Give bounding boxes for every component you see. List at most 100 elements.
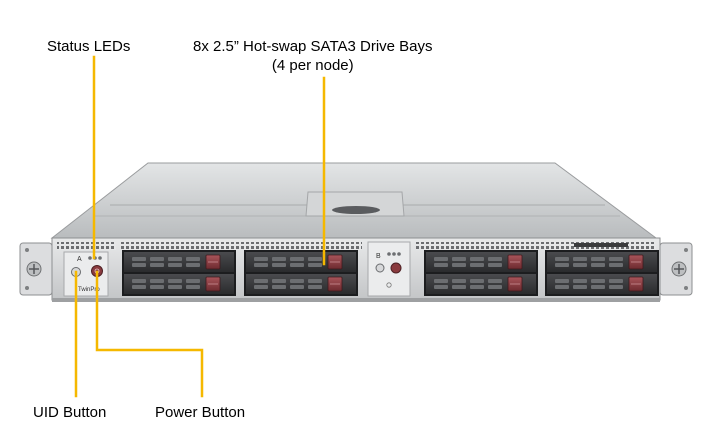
tray-vent [591,279,605,283]
callout-lines [74,55,326,398]
drive-tray[interactable] [122,272,236,296]
drive-tray[interactable] [424,250,538,274]
node-b-control-panel: B [367,241,411,297]
vent-grille [57,242,116,250]
tray-vent [470,257,484,261]
tray-vent [272,279,286,283]
tray-vent [609,257,623,261]
status-led [397,252,401,256]
tray-vent [168,279,182,283]
drive-tray[interactable] [244,272,358,296]
drive-bays-label: 8x 2.5” Hot-swap SATA3 Drive Bays (4 per… [193,37,433,75]
drive-tray[interactable] [244,250,358,274]
tray-vent [609,263,623,267]
tray-vent [272,263,286,267]
tray-vent [186,285,200,289]
tray-vent [555,257,569,261]
tray-vent [132,257,146,261]
chassis-front-lip [52,298,660,302]
uid-button-label: UID Button [33,404,107,421]
tray-vent [272,285,286,289]
tray-vent [254,279,268,283]
drive-tray[interactable] [545,250,659,274]
rack-ear-left [19,242,53,296]
status-led [98,256,102,260]
tray-vent [132,285,146,289]
tray-vent [434,285,448,289]
tray-vent [290,257,304,261]
drive-tray[interactable] [122,250,236,274]
brand-logo: TwinPro [78,287,100,293]
status-led [387,252,391,256]
tray-vent [434,279,448,283]
tray-vent [488,257,502,261]
rack-ear-right [659,242,693,296]
tray-vent [591,257,605,261]
tray-vent [452,257,466,261]
vent-grille [120,242,362,250]
tray-vent [168,263,182,267]
tray-vent [434,257,448,261]
tray-vent [573,285,587,289]
chassis-handle-slot [574,243,628,247]
tray-vent [555,285,569,289]
node-a-control-panel: A TwinPro [63,251,109,297]
power-button[interactable] [390,262,402,274]
tray-vent [434,263,448,267]
tray-vent [470,279,484,283]
tray-vent [132,279,146,283]
drive-bays-label-line1: 8x 2.5” Hot-swap SATA3 Drive Bays [193,38,433,55]
tray-vent [609,279,623,283]
power-button-label: Power Button [155,404,246,421]
node-a-label: A [77,256,82,263]
tray-vent [470,263,484,267]
tray-vent [609,285,623,289]
tray-vent [132,263,146,267]
status-led [88,256,92,260]
tray-vent [290,279,304,283]
tray-vent [254,285,268,289]
drive-bays-label-line2: (4 per node) [271,57,354,74]
tray-vent [150,279,164,283]
tray-vent [488,263,502,267]
status-leds-label: Status LEDs [47,38,131,55]
tray-vent [488,279,502,283]
tray-vent [470,285,484,289]
tray-vent [573,257,587,261]
chassis-top-handle [332,206,380,214]
vent-grille [416,242,656,250]
tray-vent [186,263,200,267]
tray-vent [150,285,164,289]
node-b-label: B [376,253,381,260]
tray-vent [452,279,466,283]
uid-button[interactable] [375,263,385,273]
tray-vent [488,285,502,289]
drive-tray[interactable] [424,272,538,296]
tray-vent [573,279,587,283]
tray-vent [168,257,182,261]
tray-vent [150,257,164,261]
tray-vent [308,257,322,261]
tray-vent [591,263,605,267]
tray-vent [308,263,322,267]
tray-vent [186,257,200,261]
tray-vent [308,285,322,289]
drive-bays [122,243,659,296]
tray-vent [452,285,466,289]
tray-vent [555,279,569,283]
drive-tray[interactable] [545,272,659,296]
tray-vent [168,285,182,289]
tray-vent [573,263,587,267]
status-led [392,252,396,256]
tray-vent [591,285,605,289]
tray-vent [290,285,304,289]
tray-vent [555,263,569,267]
tray-vent [290,263,304,267]
tray-vent [150,263,164,267]
tray-vent [308,279,322,283]
tray-vent [272,257,286,261]
tray-vent [254,257,268,261]
tray-vent [186,279,200,283]
tray-vent [254,263,268,267]
